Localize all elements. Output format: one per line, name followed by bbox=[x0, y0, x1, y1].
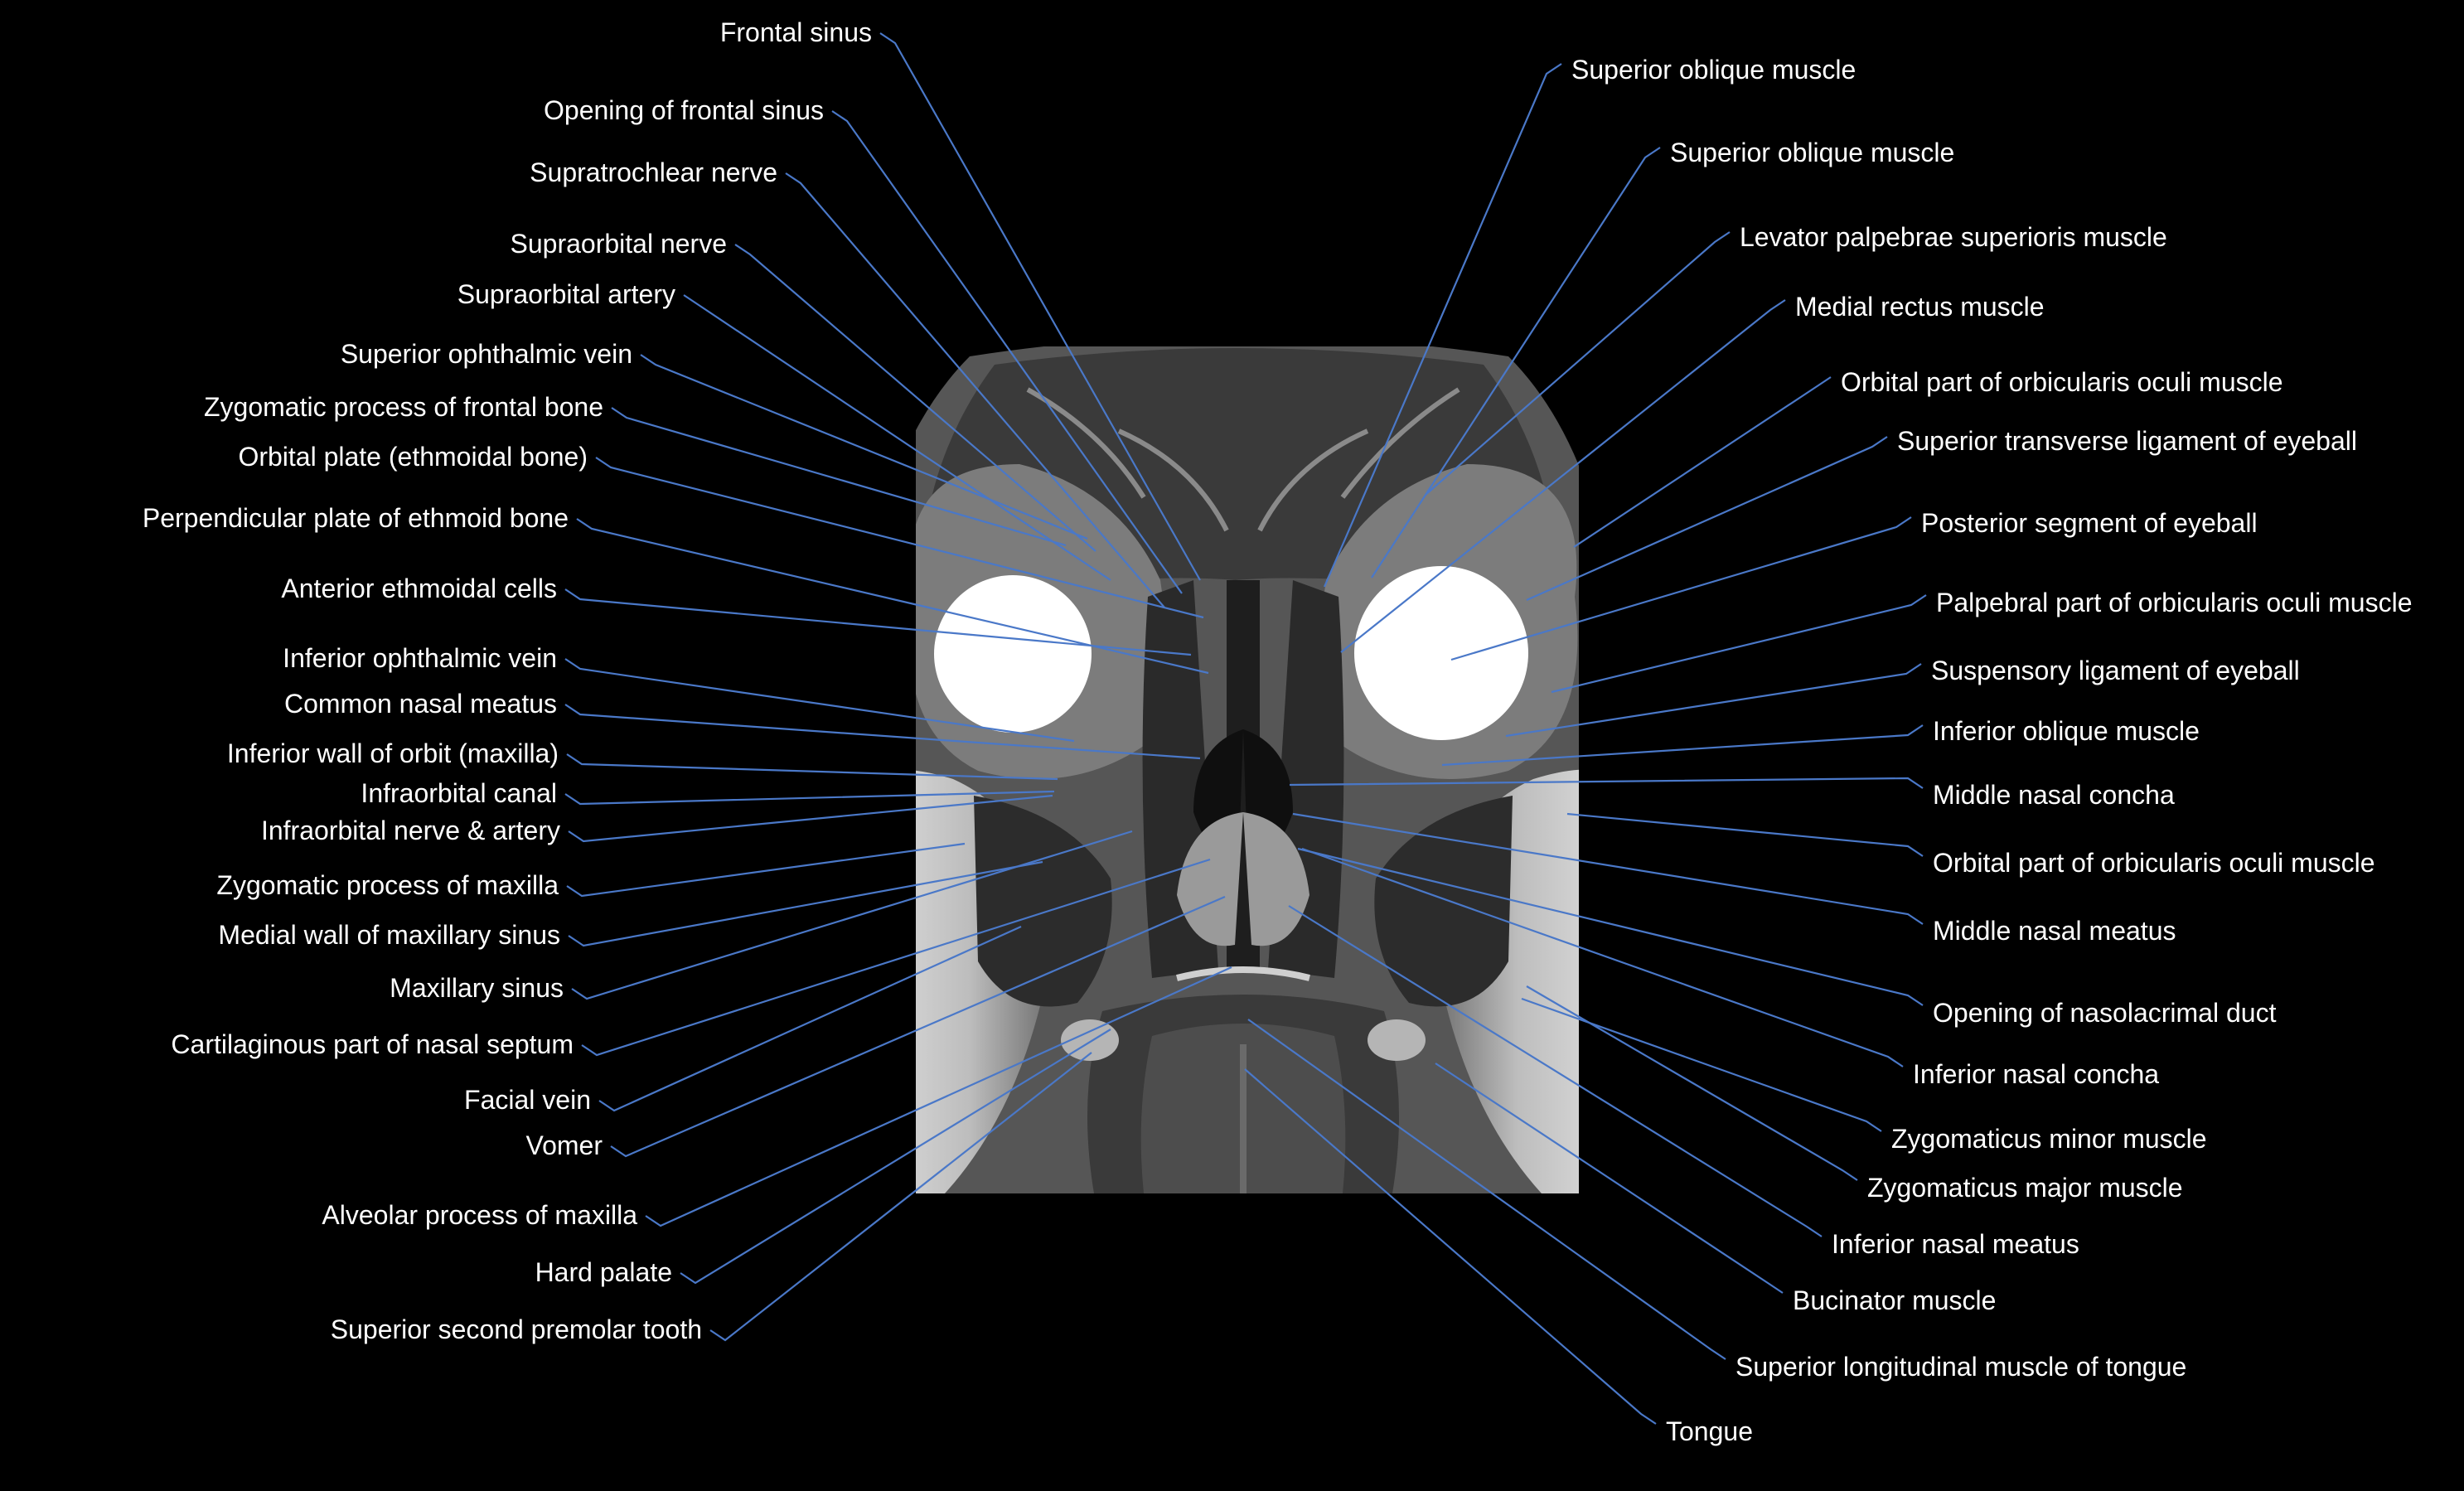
leader-line bbox=[1435, 1063, 1784, 1294]
leader-line bbox=[598, 925, 1022, 1112]
label-tongue: Tongue bbox=[1666, 1416, 1753, 1446]
right-eyeball bbox=[1354, 566, 1528, 740]
leader-line bbox=[564, 704, 1201, 760]
label-middle-nasal-concha: Middle nasal concha bbox=[1933, 780, 2175, 810]
label-posterior-segment-of-eyeball: Posterior segment of eyeball bbox=[1921, 508, 2258, 538]
label-superior-transverse-ligament: Superior transverse ligament of eyeball bbox=[1897, 426, 2357, 456]
label-inferior-wall-of-orbit: Inferior wall of orbit (maxilla) bbox=[227, 738, 559, 768]
leader-line bbox=[566, 842, 966, 898]
leader-line bbox=[564, 790, 1055, 806]
leader-line bbox=[1425, 231, 1731, 496]
leader-line bbox=[680, 1029, 1111, 1285]
leader-line bbox=[1441, 724, 1924, 767]
leader-line bbox=[568, 794, 1053, 843]
label-inferior-oblique-muscle: Inferior oblique muscle bbox=[1933, 716, 2200, 746]
leader-line bbox=[581, 858, 1211, 1057]
label-superior-longitudinal-muscle-of-tongue: Superior longitudinal muscle of tongue bbox=[1735, 1352, 2186, 1382]
leader-line bbox=[640, 354, 1088, 540]
leader-line bbox=[1526, 436, 1888, 602]
mri-slice-image bbox=[916, 346, 1579, 1193]
label-supraorbital-artery: Supraorbital artery bbox=[457, 279, 675, 309]
label-levator-palpebrae-superioris: Levator palpebrae superioris muscle bbox=[1740, 222, 2167, 252]
leader-line bbox=[610, 895, 1226, 1158]
label-inferior-ophthalmic-vein: Inferior ophthalmic vein bbox=[283, 643, 557, 673]
label-cartilaginous-nasal-septum: Cartilaginous part of nasal septum bbox=[171, 1029, 574, 1059]
label-inferior-nasal-meatus: Inferior nasal meatus bbox=[1832, 1229, 2079, 1259]
label-superior-ophthalmic-vein: Superior ophthalmic vein bbox=[341, 339, 632, 369]
label-bucinator-muscle: Bucinator muscle bbox=[1793, 1285, 1996, 1315]
leader-line bbox=[734, 244, 1096, 552]
leader-line bbox=[1323, 63, 1562, 588]
label-hard-palate: Hard palate bbox=[535, 1257, 672, 1287]
label-supraorbital-nerve: Supraorbital nerve bbox=[511, 229, 727, 259]
label-vomer: Vomer bbox=[526, 1130, 603, 1160]
leader-line bbox=[1244, 1068, 1657, 1425]
right-label-column: Superior oblique muscle Superior oblique… bbox=[1571, 55, 2412, 1446]
leader-line bbox=[1297, 847, 1924, 1006]
left-leader-lines bbox=[564, 32, 1232, 1342]
label-orbital-plate: Orbital plate (ethmoidal bone) bbox=[238, 442, 588, 472]
label-infraorbital-nerve-artery: Infraorbital nerve & artery bbox=[261, 816, 560, 845]
leader-line bbox=[1340, 299, 1786, 653]
label-common-nasal-meatus: Common nasal meatus bbox=[284, 689, 557, 719]
leader-line bbox=[1521, 997, 1882, 1132]
label-opening-of-frontal-sinus: Opening of frontal sinus bbox=[544, 95, 824, 125]
leader-line bbox=[1371, 147, 1661, 578]
leader-line bbox=[879, 32, 1201, 581]
left-eyeball bbox=[934, 575, 1092, 733]
leader-line bbox=[1573, 376, 1832, 548]
leader-line bbox=[571, 830, 1133, 1000]
label-alveolar-process-of-maxilla: Alveolar process of maxilla bbox=[322, 1200, 637, 1230]
label-superior-oblique-muscle-2: Superior oblique muscle bbox=[1670, 138, 1954, 167]
label-superior-oblique-muscle-1: Superior oblique muscle bbox=[1571, 55, 1856, 85]
leader-line bbox=[1505, 663, 1922, 738]
label-orbital-part-orbicularis-oculi-1: Orbital part of orbicularis oculi muscle bbox=[1841, 367, 2283, 397]
label-superior-second-premolar-tooth: Superior second premolar tooth bbox=[331, 1314, 702, 1344]
label-zygomatic-process-of-maxilla: Zygomatic process of maxilla bbox=[216, 870, 559, 900]
leader-line bbox=[1526, 985, 1858, 1181]
leader-line bbox=[683, 294, 1111, 581]
leader-line bbox=[595, 457, 1204, 619]
label-infraorbital-canal: Infraorbital canal bbox=[361, 778, 557, 808]
leader-line bbox=[1292, 812, 1924, 925]
leader-line bbox=[1450, 516, 1912, 661]
label-zygomaticus-minor-muscle: Zygomaticus minor muscle bbox=[1891, 1124, 2207, 1154]
label-palpebral-part-orbicularis-oculi: Palpebral part of orbicularis oculi musc… bbox=[1936, 588, 2412, 617]
leader-line bbox=[1247, 1019, 1726, 1360]
leader-line bbox=[645, 966, 1232, 1227]
label-maxillary-sinus: Maxillary sinus bbox=[390, 973, 564, 1003]
leader-line bbox=[576, 518, 1209, 675]
label-middle-nasal-meatus: Middle nasal meatus bbox=[1933, 916, 2176, 946]
label-supratrochlear-nerve: Supratrochlear nerve bbox=[530, 157, 777, 187]
leader-line bbox=[709, 1052, 1092, 1342]
leader-line bbox=[1566, 812, 1924, 857]
leader-line bbox=[566, 753, 1058, 781]
label-orbital-part-orbicularis-oculi-2: Orbital part of orbicularis oculi muscle bbox=[1933, 848, 2375, 878]
label-anterior-ethmoidal-cells: Anterior ethmoidal cells bbox=[281, 574, 557, 603]
leader-line bbox=[568, 860, 1043, 947]
leader-line bbox=[785, 172, 1165, 608]
label-facial-vein: Facial vein bbox=[464, 1085, 591, 1115]
leader-line bbox=[1551, 594, 1927, 694]
leader-line bbox=[1289, 777, 1924, 789]
left-label-column: Frontal sinus Opening of frontal sinus S… bbox=[143, 17, 872, 1344]
leader-line bbox=[831, 110, 1183, 594]
label-medial-rectus-muscle: Medial rectus muscle bbox=[1795, 292, 2045, 322]
label-opening-of-nasolacrimal-duct: Opening of nasolacrimal duct bbox=[1933, 998, 2277, 1028]
label-zygomatic-process-of-frontal-bone: Zygomatic process of frontal bone bbox=[204, 392, 603, 422]
label-inferior-nasal-concha: Inferior nasal concha bbox=[1913, 1059, 2159, 1089]
leader-line bbox=[1288, 905, 1823, 1237]
leader-line bbox=[611, 407, 1067, 547]
leader-line bbox=[1301, 847, 1904, 1067]
label-zygomaticus-major-muscle: Zygomaticus major muscle bbox=[1867, 1173, 2183, 1203]
leader-line bbox=[564, 588, 1192, 656]
label-suspensory-ligament-of-eyeball: Suspensory ligament of eyeball bbox=[1931, 656, 2300, 685]
right-leader-lines bbox=[1244, 63, 1927, 1425]
label-medial-wall-of-maxillary-sinus: Medial wall of maxillary sinus bbox=[218, 920, 560, 950]
label-frontal-sinus: Frontal sinus bbox=[720, 17, 872, 47]
label-perpendicular-plate: Perpendicular plate of ethmoid bone bbox=[143, 503, 569, 533]
leader-line bbox=[564, 658, 1075, 743]
